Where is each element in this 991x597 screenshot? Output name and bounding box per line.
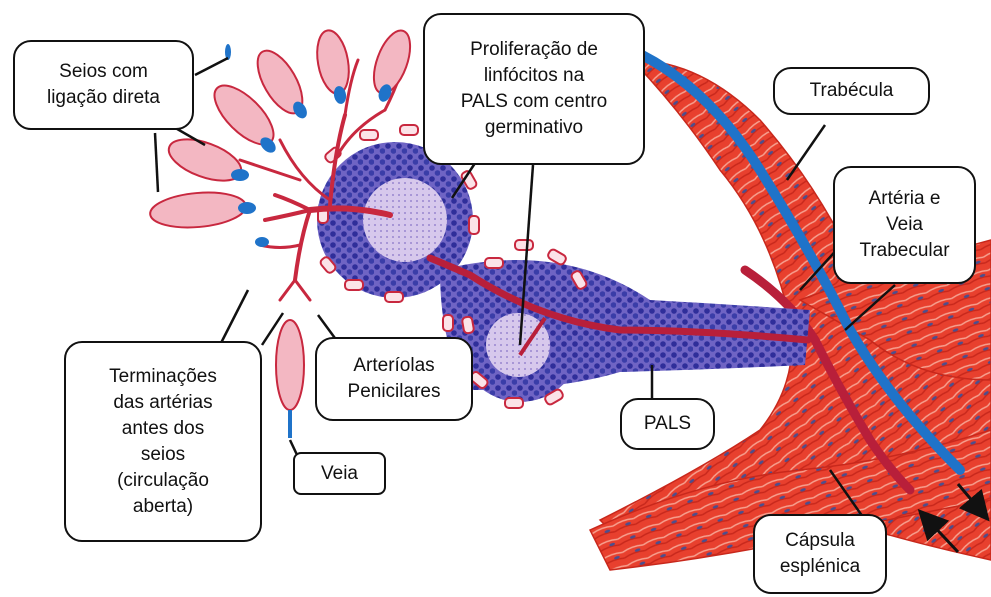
label-veia: Veia: [293, 452, 386, 495]
label-terminacoes-arterias: Terminações das artérias antes dos seios…: [64, 341, 262, 542]
label-pals: PALS: [620, 398, 715, 450]
label-capsula-esplenica: Cápsula esplénica: [753, 514, 887, 594]
lymphoid-follicle-large: [317, 142, 473, 298]
label-arteriolas-penicilares: Arteríolas Penicilares: [315, 337, 473, 421]
label-seios-ligacao-direta: Seios com ligação direta: [13, 40, 194, 130]
label-arteria-veia-trabecular: Artéria e Veia Trabecular: [833, 166, 976, 284]
label-proliferacao-linfocitos: Proliferação de linfócitos na PALS com c…: [423, 13, 645, 165]
label-trabecula: Trabécula: [773, 67, 930, 115]
